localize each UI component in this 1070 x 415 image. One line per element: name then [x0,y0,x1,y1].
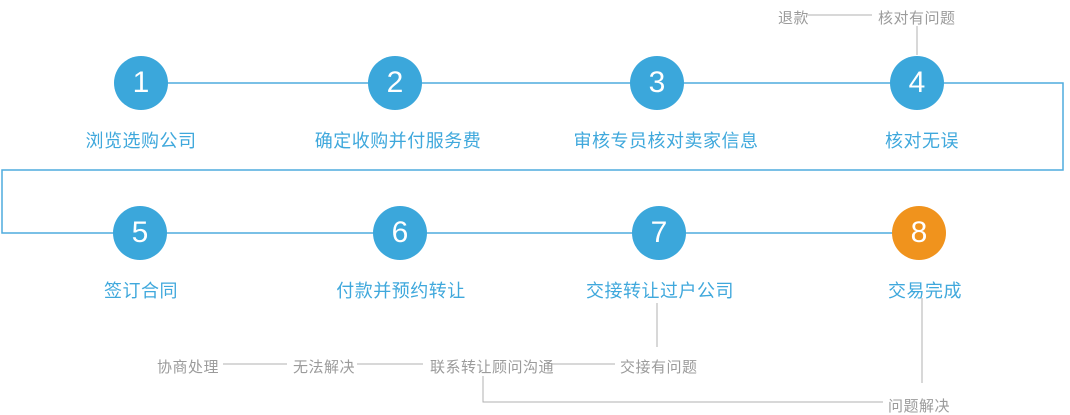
step-label-2: 确定收购并付服务费 [314,131,482,151]
step-label-4: 核对无误 [885,131,959,151]
annotation-contact-consultant: 联系转让顾问沟通 [430,359,555,376]
step-label-6: 付款并预约转让 [336,281,466,301]
annotation-negotiate: 协商处理 [157,359,220,376]
step-circle-8: 8 [892,206,946,260]
step-label-3: 审核专员核对卖家信息 [573,131,759,151]
step-circle-1: 1 [114,56,168,110]
step-circle-5: 5 [113,206,167,260]
step-circle-7: 7 [632,206,686,260]
annotation-verify-problem: 核对有问题 [878,10,956,27]
annotation-cannot-resolve: 无法解决 [293,359,356,376]
step-circle-3: 3 [630,56,684,110]
step-label-8: 交易完成 [888,281,962,301]
step-circle-4: 4 [890,56,944,110]
annotation-problem-solved: 问题解决 [888,398,951,415]
step-label-1: 浏览选购公司 [85,131,197,151]
step-circle-6: 6 [373,206,427,260]
problem-solved-path-line [482,376,883,403]
annotation-refund: 退款 [778,10,810,27]
step-label-7: 交接转让过户公司 [586,281,734,301]
annotation-handover-problem: 交接有问题 [620,359,698,376]
step-circle-2: 2 [368,56,422,110]
step-label-5: 签订合同 [104,281,178,301]
